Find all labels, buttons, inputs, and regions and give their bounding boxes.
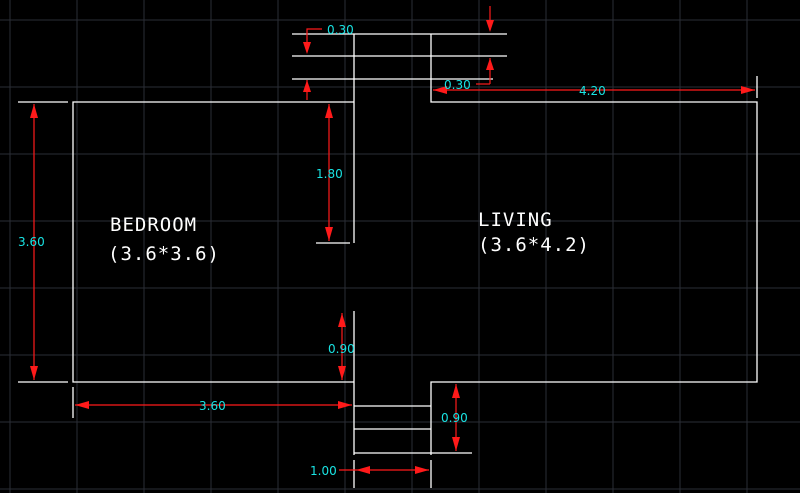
arrow-head: [452, 437, 460, 451]
arrow-head: [75, 401, 89, 409]
arrow-head: [486, 20, 494, 32]
dim-label-top-gap-lower: 0.30: [444, 78, 471, 92]
dim-label-bottom-gap: 0.90: [441, 411, 468, 425]
arrow-head: [303, 80, 311, 92]
arrow-head: [325, 104, 333, 118]
dimension-lines: [30, 6, 755, 474]
dim-label-bedroom-height: 3.60: [18, 235, 45, 249]
living-size-label: (3.6*4.2): [478, 234, 590, 256]
dim-label-top-gap-upper: 0.30: [327, 23, 354, 37]
arrow-head: [338, 313, 346, 327]
arrow-head: [433, 86, 447, 94]
dim-label-corridor-width: 1.00: [310, 464, 337, 478]
arrow-head: [415, 466, 429, 474]
dimension-labels: 0.30 0.30 4.20 1.80 3.60 0.90 3.60 0.90 …: [18, 23, 606, 478]
dim-label-bedroom-width: 3.60: [199, 399, 226, 413]
bedroom-name-label: BEDROOM: [110, 214, 197, 236]
arrow-head: [452, 384, 460, 398]
arrow-head: [741, 86, 755, 94]
arrow-head: [338, 366, 346, 380]
dim-label-living-width: 4.20: [579, 84, 606, 98]
arrow-head: [338, 401, 352, 409]
living-name-label: LIVING: [478, 209, 553, 231]
dim-leader-top-gap-upper: [306, 28, 322, 48]
dim-label-partition-lower: 0.90: [328, 342, 355, 356]
arrow-head: [303, 42, 311, 54]
arrow-head: [356, 466, 370, 474]
arrow-head: [30, 366, 38, 380]
bedroom-size-label: (3.6*3.6): [108, 243, 220, 265]
arrow-head: [325, 227, 333, 241]
arrow-head: [486, 58, 494, 70]
walls: [18, 33, 758, 488]
living-outline: [430, 34, 758, 455]
dim-label-partition-upper: 1.80: [316, 167, 343, 181]
room-labels: BEDROOM (3.6*3.6) LIVING (3.6*4.2): [108, 209, 590, 265]
bedroom-outline: [72, 101, 354, 383]
arrow-head: [30, 104, 38, 118]
